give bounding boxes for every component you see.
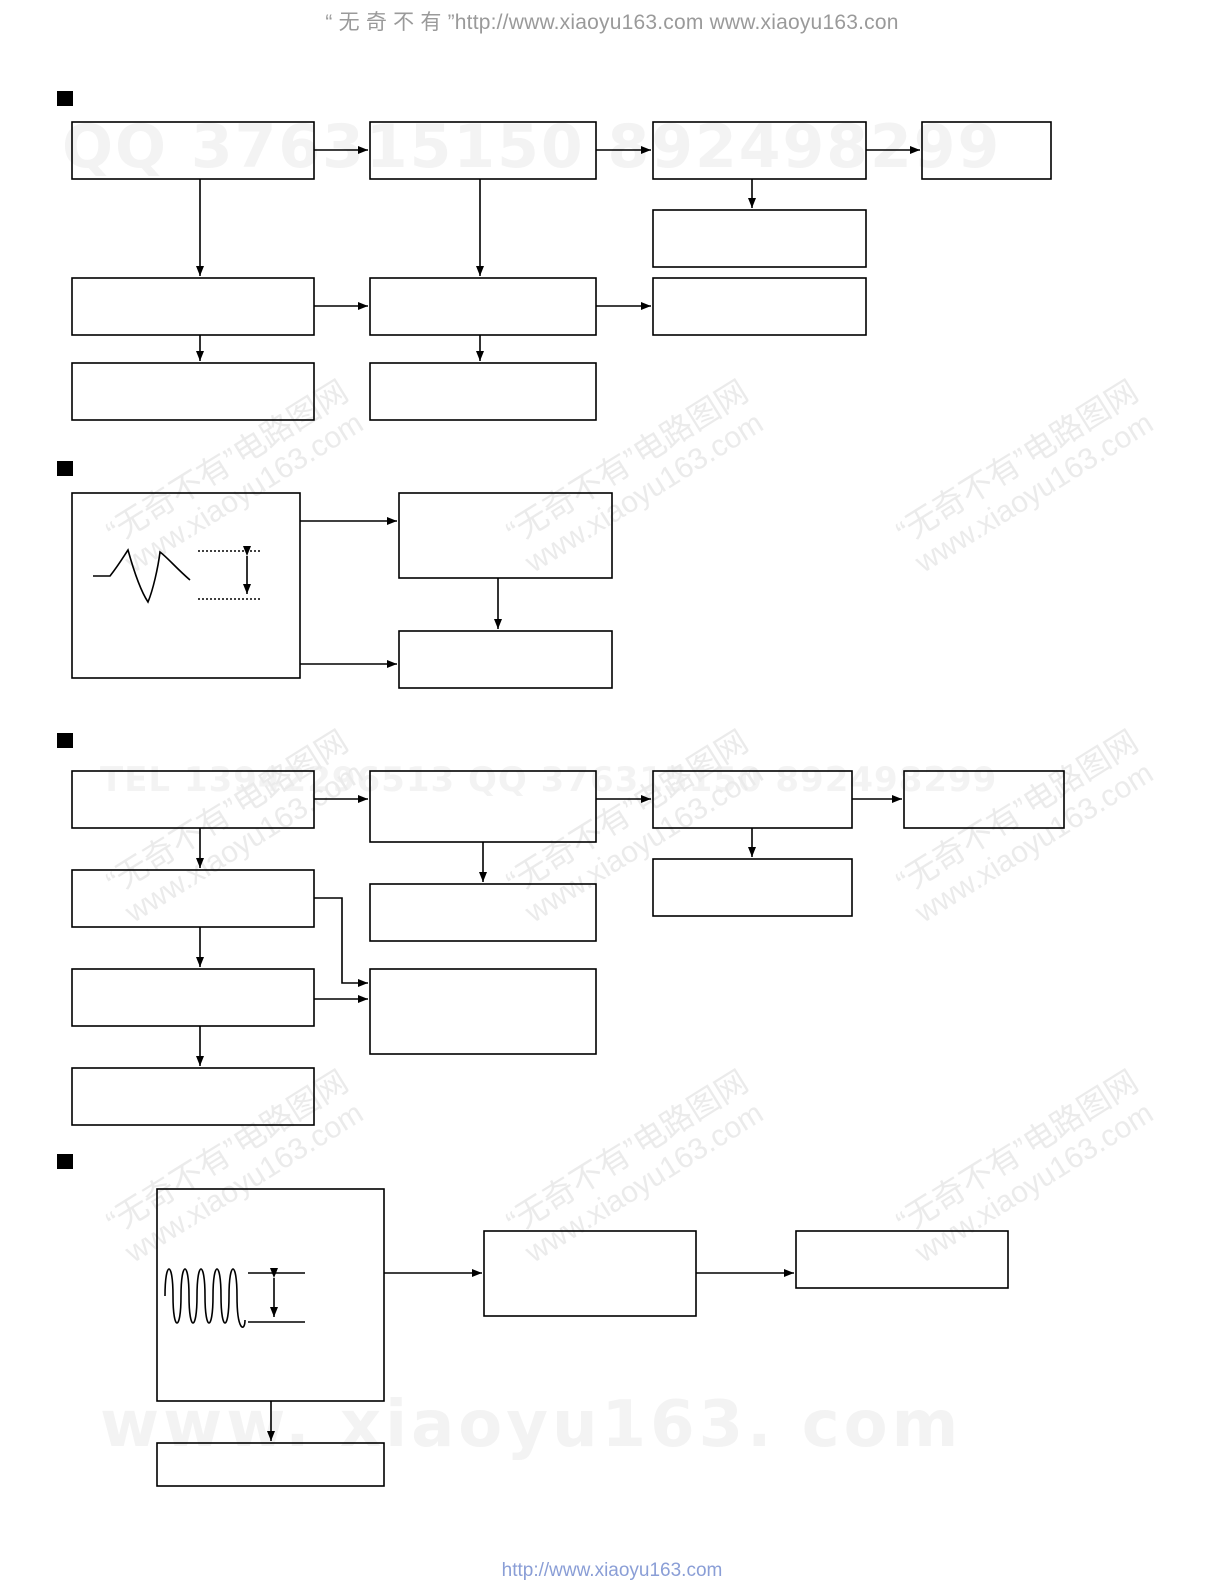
flow-box [71,492,301,679]
flow-box [652,277,867,336]
flow-box [71,968,315,1027]
watermark-numbers-top: QQ 376315150 892498299 [62,112,1002,182]
flow-box [369,883,597,942]
flow-box [652,858,853,917]
flow-box [652,121,867,180]
waveform-sine [164,1268,246,1328]
flow-box [71,770,315,829]
flow-box [369,277,597,336]
flow-box [652,770,853,829]
flow-box [903,770,1065,829]
section-marker [57,733,73,748]
flow-box [156,1188,385,1402]
watermark-numbers-middle: TEL 13942296513 QQ 376315150 892498299 [100,760,998,800]
flow-arrow [314,897,368,987]
flow-box [398,630,613,689]
flow-box [483,1230,697,1317]
flow-box [156,1442,385,1487]
section-marker [57,461,73,476]
flow-box [795,1230,1009,1289]
waveform-sawtooth [93,548,191,604]
flow-box [921,121,1052,180]
flow-box [369,362,597,421]
flow-box [369,968,597,1055]
flow-box [398,492,613,579]
flow-box [71,362,315,421]
flow-box [652,209,867,268]
footer-link[interactable]: http://www.xiaoyu163.com [501,1560,723,1581]
flow-box [369,121,597,180]
flow-box [71,869,315,928]
flow-box [71,121,315,180]
section-marker [57,91,73,106]
flow-box [369,770,597,843]
section-marker [57,1154,73,1169]
flow-box [71,277,315,336]
page-header-url: “ 无 奇 不 有 ”http://www.xiaoyu163.com www.… [325,11,899,34]
flow-box [71,1067,315,1126]
